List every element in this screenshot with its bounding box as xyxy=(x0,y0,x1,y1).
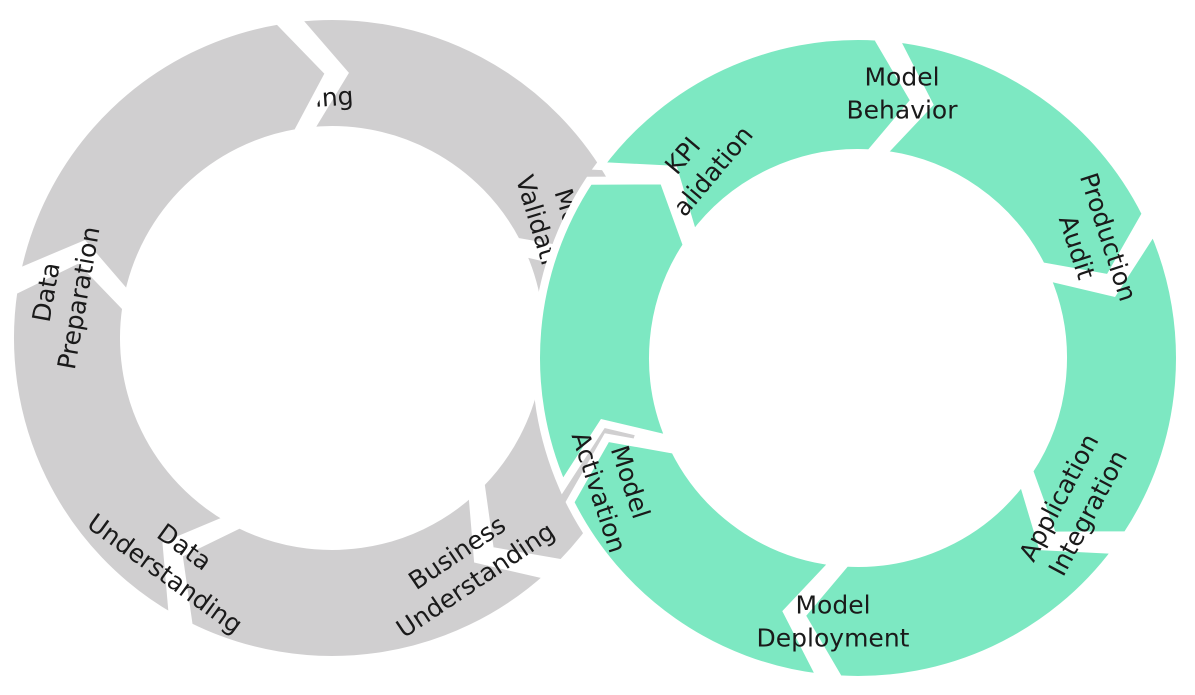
segment-label-line: Deployment xyxy=(757,624,910,653)
segment-label-line: Behavior xyxy=(846,96,958,125)
segment-business-understanding xyxy=(174,483,558,664)
segment-model-behavior xyxy=(873,33,1151,283)
interlock-overlay: ModelActivation xyxy=(532,176,692,556)
segment-production-audit xyxy=(1024,221,1184,540)
segment-kpi-validation xyxy=(591,32,920,245)
segment-label-line: Model xyxy=(795,591,870,620)
segment-application-integration xyxy=(796,471,1125,684)
segment-data-understanding xyxy=(6,253,239,626)
segment-data-preparation xyxy=(11,16,335,305)
segment-model-deployment xyxy=(565,433,843,683)
segment-label-line: Model xyxy=(864,63,939,92)
segment-model-activation xyxy=(532,176,692,495)
